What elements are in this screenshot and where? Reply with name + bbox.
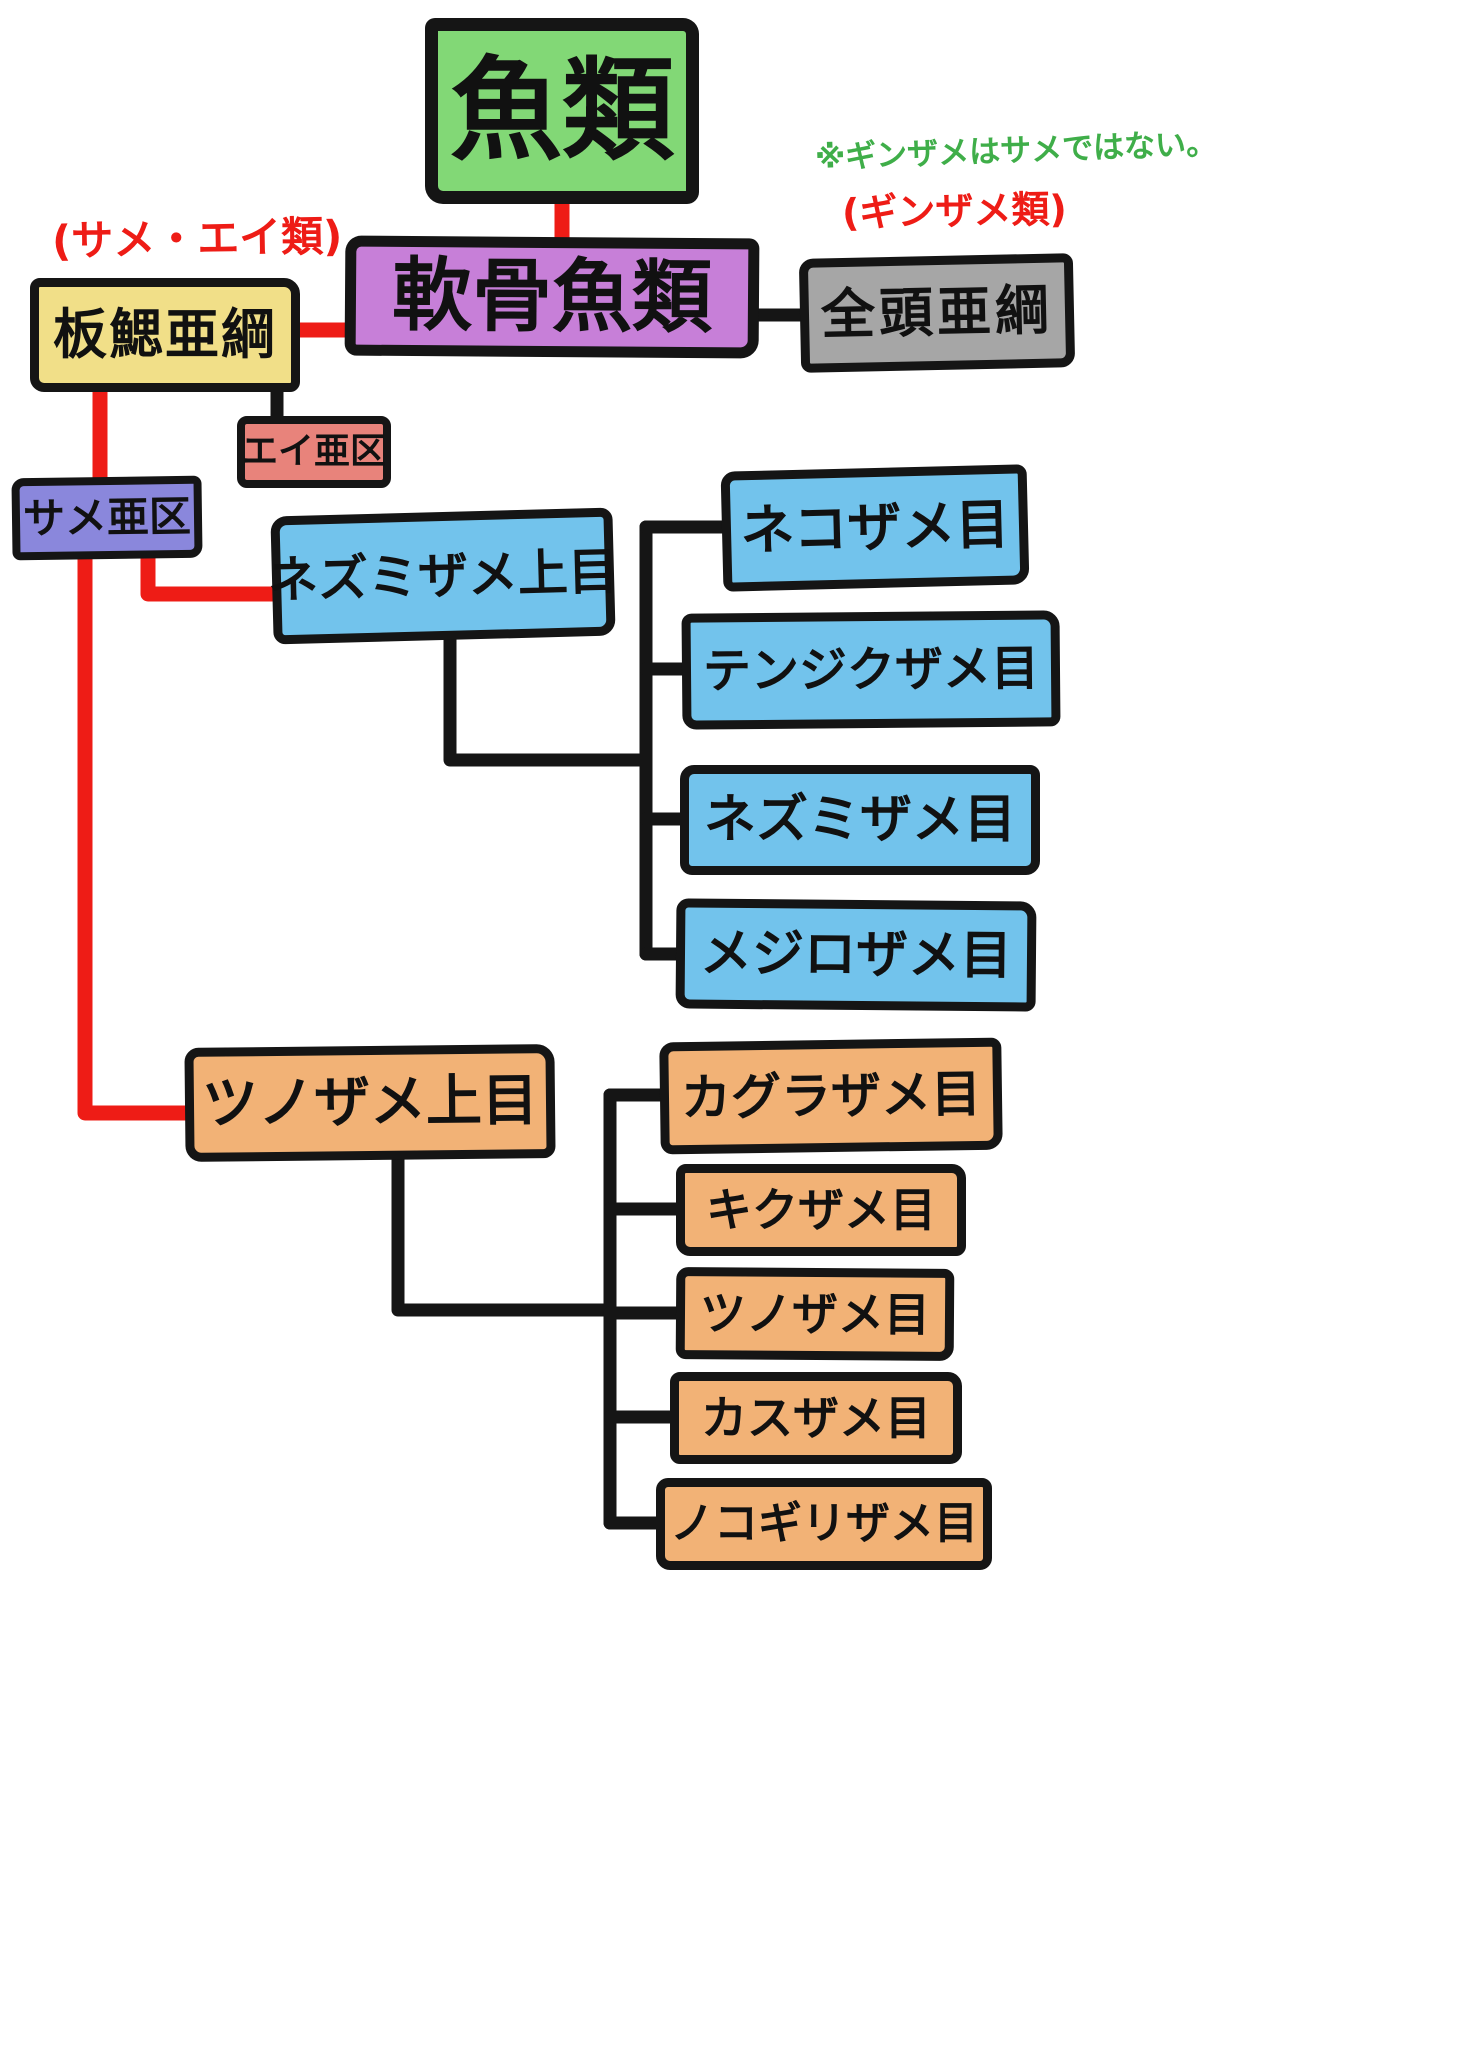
- node-squalomorph-superorder: ツノザメ上目: [184, 1044, 556, 1162]
- node-order-tsunozame: ツノザメ目: [675, 1267, 955, 1361]
- node-elasmobranchii-subclass: 板鰓亜綱: [30, 278, 300, 392]
- order-label: メジロザメ目: [699, 923, 1013, 987]
- order-label: ネコザメ目: [739, 492, 1011, 563]
- ginzame-group-label: (ギンザメ類): [841, 187, 1068, 235]
- node-fish: 魚類: [425, 18, 699, 204]
- order-label: カグラザメ目: [680, 1064, 982, 1128]
- node-holocephali-label: 全頭亜綱: [820, 278, 1054, 347]
- node-order-kikuzame: キクザメ目: [676, 1164, 966, 1256]
- node-fish-label: 魚類: [450, 46, 674, 176]
- order-label: ツノザメ目: [699, 1286, 931, 1342]
- node-elasmobranchii-label: 板鰓亜綱: [53, 303, 277, 366]
- edge-shark-galeomorph: [140, 544, 288, 602]
- edge-shark-squalomorph: [77, 544, 202, 1121]
- node-ray-division: エイ亜区: [237, 416, 391, 488]
- node-order-kagurazame: カグラザメ目: [659, 1037, 1003, 1155]
- node-order-nekozame: ネコザメ目: [720, 464, 1030, 592]
- node-cartilaginous-label: 軟骨魚類: [391, 248, 713, 345]
- shark-ray-group-label: (サメ・エイ類): [51, 211, 343, 266]
- order-label: キクザメ目: [706, 1183, 936, 1237]
- node-order-nokogirizame: ノコギリザメ目: [656, 1478, 992, 1570]
- order-label: カスザメ目: [701, 1391, 931, 1445]
- node-squalomorph-label: ツノザメ上目: [201, 1068, 539, 1137]
- order-label: テンジクザメ目: [702, 640, 1040, 700]
- node-galeomorph-label: ネズミザメ上目: [267, 542, 619, 610]
- edge-squalomorph-branch: [391, 1149, 617, 1317]
- node-galeomorph-superorder: ネズミザメ上目: [267, 507, 619, 645]
- node-ray-division-label: エイ亜区: [242, 431, 387, 472]
- node-order-kasuzame: カスザメ目: [670, 1372, 962, 1464]
- edge-galeomorph-branch: [443, 627, 653, 767]
- node-cartilaginous-fish: 軟骨魚類: [344, 235, 760, 359]
- node-order-nezumizame: ネズミザメ目: [680, 765, 1040, 875]
- order-label: ノコギリザメ目: [670, 1498, 978, 1549]
- order-label: ネズミザメ目: [703, 790, 1016, 850]
- node-order-mejirozame: メジロザメ目: [675, 898, 1037, 1012]
- node-shark-division: サメ亜区: [11, 475, 203, 561]
- node-shark-division-label: サメ亜区: [22, 491, 192, 544]
- node-order-tenjikuzame: テンジクザメ目: [681, 610, 1061, 730]
- node-holocephali-subclass: 全頭亜綱: [798, 253, 1076, 373]
